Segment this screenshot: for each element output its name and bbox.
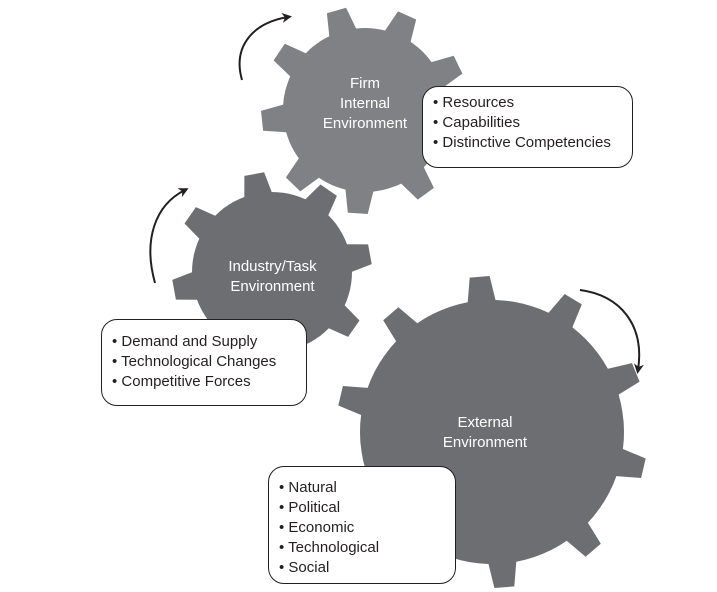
rotation-arrow-external — [579, 289, 644, 374]
list-item: Resources — [433, 93, 622, 113]
label-line: Firm — [350, 75, 380, 92]
rotation-arrow-industry — [149, 188, 189, 284]
label-line: Environment — [322, 115, 408, 132]
label-line: Environment — [442, 434, 528, 451]
list-item: Technological — [279, 538, 445, 558]
firm-internal-environment-gear — [261, 7, 468, 215]
list-item: Competitive Forces — [112, 372, 296, 392]
external-gear-label: External Environment — [415, 413, 555, 453]
list-item: Political — [279, 498, 445, 518]
list-item: Distinctive Competencies — [433, 133, 622, 153]
firm-factors-box: Resources Capabilities Distinctive Compe… — [422, 86, 633, 168]
label-line: Environment — [230, 278, 315, 295]
rotation-arrow-firm — [238, 12, 292, 81]
industry-gear-label: Industry/Task Environment — [200, 257, 345, 297]
list-item: Natural — [279, 478, 445, 498]
industry-factors-box: Demand and Supply Technological Changes … — [101, 319, 307, 406]
firm-gear-label: Firm Internal Environment — [295, 74, 435, 134]
label-line: Industry/Task — [228, 258, 317, 275]
list-item: Technological Changes — [112, 352, 296, 372]
label-line: External — [457, 414, 513, 431]
external-factors-box: Natural Political Economic Technological… — [268, 466, 456, 584]
list-item: Economic — [279, 518, 445, 538]
label-line: Internal — [339, 95, 391, 112]
list-item: Capabilities — [433, 113, 622, 133]
list-item: Demand and Supply — [112, 332, 296, 352]
list-item: Social — [279, 558, 445, 578]
